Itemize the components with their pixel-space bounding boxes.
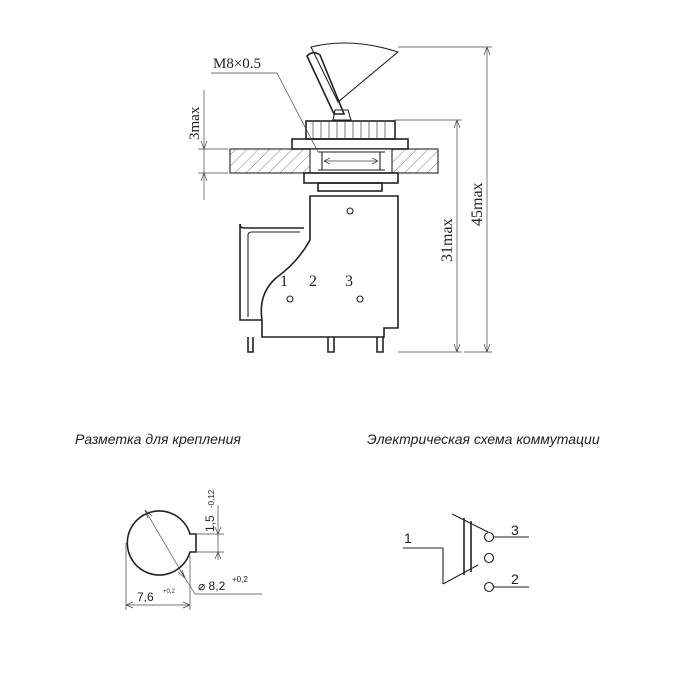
dim-45max-label: 45max [469, 182, 486, 226]
mounting-cutout-drawing: Разметка для крепления 1,5 -0,12 ⌀ 8,2 +… [75, 431, 262, 610]
dim-45max: 45max [398, 46, 492, 353]
switching-schematic: Электрическая схема коммутации 1 3 2 [367, 431, 600, 593]
dim-31max-label: 31max [439, 218, 456, 262]
dim-3max: 3max [187, 90, 228, 200]
knurled-nut [305, 120, 396, 140]
mounting-caption: Разметка для крепления [75, 431, 241, 447]
dim-diameter-tol: +0,2 [232, 575, 248, 584]
switch-pins [247, 337, 384, 353]
switch-body [239, 195, 399, 338]
dim-flat-tol: +0,2 [163, 589, 176, 595]
top-washer [291, 138, 409, 150]
dim-diameter-label: ⌀ 8,2 [198, 579, 226, 593]
mounting-panel [229, 148, 439, 174]
toggle-lever [306, 51, 352, 121]
nut-collar [317, 182, 383, 192]
schematic-caption: Электрическая схема коммутации [367, 431, 600, 447]
dim-31max: 31max [394, 119, 462, 353]
thread-label: M8×0.5 [213, 56, 261, 72]
dim-width-tol: -0,12 [207, 489, 216, 508]
dim-width-label: 1,5 [203, 515, 217, 532]
dim-3max-label: 3max [187, 106, 203, 140]
terminal-3-label: 3 [511, 522, 519, 538]
dim-flat-label: 7,6 [137, 590, 154, 604]
toggle-switch-drawing: M8×0.5 3max 31max 45max [187, 42, 492, 353]
terminal-1-label: 1 [404, 530, 412, 546]
pin-label-2: 2 [309, 273, 317, 290]
pin-label-3: 3 [345, 273, 353, 290]
thread-callout: M8×0.5 [211, 56, 319, 153]
pin-label-1: 1 [280, 273, 288, 290]
lever-swing-arc [310, 42, 400, 103]
cutout-shape [126, 510, 197, 576]
bottom-washer [303, 172, 399, 184]
terminal-2-label: 2 [511, 571, 519, 587]
